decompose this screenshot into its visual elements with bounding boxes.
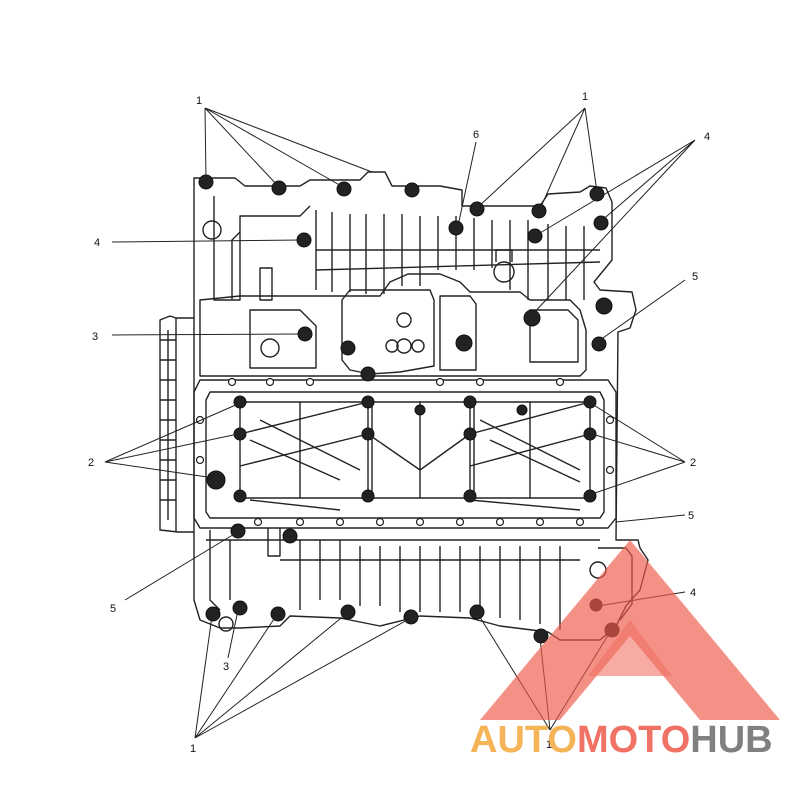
- callout-5-left-lower: 5: [110, 603, 116, 615]
- watermark-triangle-icon: [480, 540, 780, 720]
- bolt: [282, 528, 298, 544]
- callout-4-right-lower: 4: [690, 587, 696, 599]
- bolt: [232, 600, 248, 616]
- bolt: [230, 523, 246, 539]
- callout-1-top-right: 1: [582, 91, 588, 103]
- bolt: [233, 489, 247, 503]
- bolt: [404, 182, 420, 198]
- bolt: [271, 180, 287, 196]
- bolt: [205, 606, 221, 622]
- callout-4-top-right: 4: [704, 131, 710, 143]
- bolt: [463, 395, 477, 409]
- bolt: [463, 489, 477, 503]
- bolt: [533, 628, 549, 644]
- bolt: [516, 404, 528, 416]
- bolt: [583, 427, 597, 441]
- watermark-text: AUTOMOTOHUB: [470, 719, 773, 761]
- bolt: [448, 220, 464, 236]
- bolt: [340, 340, 356, 356]
- callout-5-right-lower: 5: [688, 510, 694, 522]
- callout-3-bottom: 3: [223, 661, 229, 673]
- engine-block-drawing: [159, 171, 649, 641]
- callout-1-top-left: 1: [196, 95, 202, 107]
- watermark-auto: AUTO: [470, 719, 577, 761]
- bolt: [233, 427, 247, 441]
- callout-labels: 1 1 6 4 4 5 3 2 2 5 5 4 3 1 1: [88, 91, 710, 755]
- watermark-logo: AUTOMOTOHUB: [470, 540, 780, 761]
- callout-1-bottom-left: 1: [190, 743, 196, 755]
- bolt: [403, 609, 419, 625]
- bolt: [233, 395, 247, 409]
- bolt: [469, 201, 485, 217]
- bolt: [361, 489, 375, 503]
- bolt: [455, 334, 473, 352]
- bolt-heads: [198, 174, 620, 644]
- callout-6-top: 6: [473, 129, 479, 141]
- bolt: [595, 297, 613, 315]
- bolt: [336, 181, 352, 197]
- callout-4-left: 4: [94, 237, 100, 249]
- callout-1-bottom-right: 1: [546, 739, 552, 751]
- watermark-hub: HUB: [690, 719, 772, 761]
- bolt: [589, 186, 605, 202]
- callout-2-left: 2: [88, 457, 94, 469]
- bolt: [270, 606, 286, 622]
- callout-5-right-upper: 5: [692, 271, 698, 283]
- bolt: [523, 309, 541, 327]
- bolt: [591, 336, 607, 352]
- callout-3-left: 3: [92, 331, 98, 343]
- bolt: [361, 395, 375, 409]
- bolt: [469, 604, 485, 620]
- bolt: [206, 470, 226, 490]
- bolt: [583, 395, 597, 409]
- bolt: [297, 326, 313, 342]
- perimeter-fasteners: [195, 377, 615, 527]
- bolt: [531, 203, 547, 219]
- bolt: [593, 215, 609, 231]
- callout-2-right: 2: [690, 457, 696, 469]
- bolt: [360, 366, 376, 382]
- bolt: [414, 404, 426, 416]
- watermark-moto: MOTO: [577, 719, 690, 761]
- bolt: [463, 427, 477, 441]
- bolt: [583, 489, 597, 503]
- bolt: [361, 427, 375, 441]
